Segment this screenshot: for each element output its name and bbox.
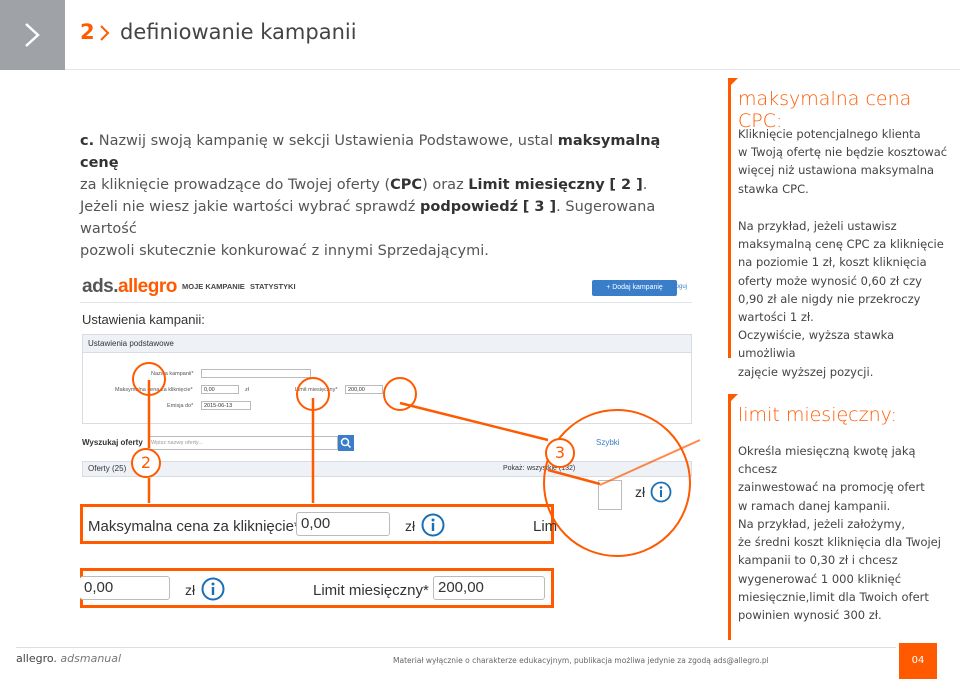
highlight-circle [383, 377, 417, 411]
next-page-button[interactable] [0, 0, 65, 70]
limit-example: Na przykład, jeżeli założymy,że średni k… [738, 517, 941, 623]
intro-bold: Limit miesięczny [468, 177, 605, 193]
intro-text: Nazwij swoją kampanię w sekcji Ustawieni… [98, 133, 558, 149]
page-number: 04 [899, 643, 937, 679]
footer-brand: allegro. adsmanual [16, 652, 122, 665]
campaign-name-label: Nazwa kampanii* [151, 371, 194, 377]
highlight-circle [132, 362, 166, 396]
logout-link[interactable]: wyloguj [667, 284, 688, 290]
chevron-right-icon [100, 25, 110, 41]
zoom-max-price-row: Maksymalna cena za kliknięcie* 0,00 zł L… [80, 504, 558, 544]
offers-count: Oferty (25) [88, 464, 127, 473]
intro-text: ) oraz [422, 177, 469, 193]
chevron-right-icon [25, 23, 40, 47]
intro-bold: CPC [390, 177, 423, 193]
zoom-left-input[interactable]: 0,00 [80, 576, 170, 600]
callout-badge-2: 2 [131, 448, 161, 478]
zoom-limit-label-cut: Lim [533, 518, 558, 535]
zoom-max-price-input[interactable]: 0,00 [296, 512, 390, 536]
zoom-max-price-label: Maksymalna cena za kliknięcie* [88, 518, 300, 535]
ads-allegro-logo: ads.allegro [82, 276, 177, 297]
zoom-currency: zł [185, 582, 196, 598]
search-button[interactable] [338, 435, 354, 451]
offer-search-row: Wyszukaj oferty Wpisz nazwę oferty... [82, 434, 362, 454]
reference-marker: [ 2 ] [609, 177, 643, 193]
hint-text: . Sugerowana wartość [80, 199, 656, 237]
callout-badge-3: 3 [545, 438, 575, 468]
hint-paragraph: Jeżeli nie wiesz jakie wartości wybrać s… [80, 196, 690, 262]
divider [80, 302, 692, 303]
nav-campaigns[interactable]: MOJE KAMPANIE [182, 282, 245, 291]
intro-text: . [642, 177, 648, 193]
hint-text: Jeżeli nie wiesz jakie wartości wybrać s… [80, 199, 420, 215]
footer-note: Materiał wyłącznie o charakterze edukacy… [393, 656, 769, 665]
info-icon[interactable] [201, 577, 225, 601]
zoom-currency: zł [405, 518, 416, 534]
section-number: 2 [80, 20, 95, 44]
accent-corner [728, 394, 738, 404]
hint-text: pozwoli skutecznie konkurować z innymi S… [80, 243, 489, 259]
zoom-monthly-limit-label: Limit miesięczny* [313, 582, 429, 599]
reference-marker: [ 3 ] [522, 199, 557, 215]
issue-date-label: Emisja do* [167, 403, 194, 409]
accent-rule [728, 394, 731, 640]
page-title: definiowanie kampanii [120, 20, 357, 44]
cpc-heading: maksymalna cena CPC: [738, 88, 912, 132]
hint-bold: podpowiedź [420, 199, 519, 215]
intro-bold: maksymalną cenę [80, 133, 661, 171]
max-price-input[interactable]: 0,00 [201, 385, 239, 394]
add-campaign-button[interactable]: + Dodaj kampanię [592, 280, 677, 296]
show-label: Pokaż: [503, 465, 525, 472]
campaign-name-input[interactable] [201, 369, 311, 378]
accent-corner [728, 78, 738, 88]
search-label: Wyszukaj oferty [82, 438, 143, 447]
top-bar: 2 definiowanie kampanii [0, 0, 960, 70]
zoom-monthly-limit-row: 0,00 zł Limit miesięczny* 200,00 [80, 568, 554, 608]
info-icon[interactable] [421, 513, 445, 537]
intro-text: za kliknięcie prowadzące do Twojej ofert… [80, 177, 391, 193]
search-icon [340, 437, 352, 449]
magnifier-circle [543, 409, 691, 557]
issue-date-input[interactable]: 2015-06-13 [201, 401, 251, 410]
monthly-limit-input[interactable]: 200,00 [345, 385, 383, 394]
accent-rule [728, 78, 731, 358]
nav-statistics[interactable]: STATYSTYKI [250, 282, 296, 291]
basic-settings-header: Ustawienia podstawowe [83, 335, 691, 353]
currency-label: zł [245, 387, 249, 393]
limit-heading: limit miesięczny: [738, 404, 897, 426]
intro-paragraph: c. Nazwij swoją kampanię w sekcji Ustawi… [80, 130, 690, 196]
item-letter: c. [80, 133, 95, 149]
footer-divider [16, 647, 896, 648]
ads-allegro-screenshot: ads.allegro MOJE KAMPANIE STATYSTYKI + D… [80, 268, 695, 638]
zoom-monthly-limit-input[interactable]: 200,00 [433, 576, 545, 600]
settings-title: Ustawienia kampanii: [82, 312, 205, 327]
highlight-circle [296, 377, 330, 411]
